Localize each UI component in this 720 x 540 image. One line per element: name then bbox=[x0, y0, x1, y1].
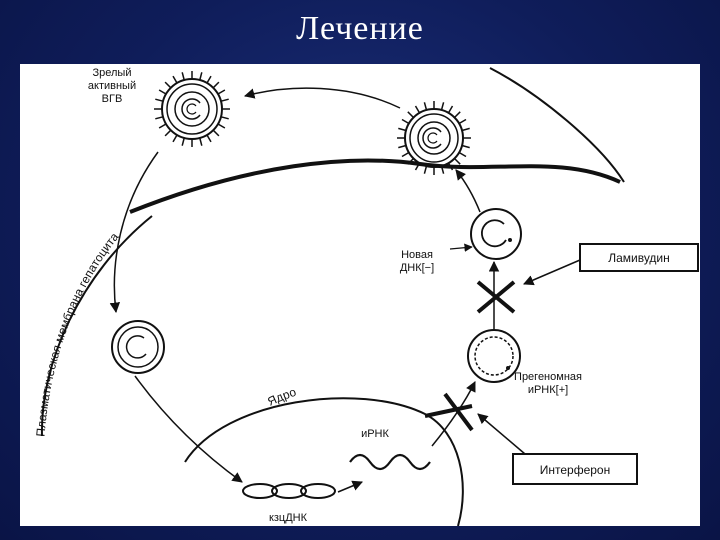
diagram-panel: Плазматическая мембрана гепатоцита Ядро … bbox=[20, 64, 700, 526]
mature-label-2: активный bbox=[88, 80, 136, 92]
interferon-block-x bbox=[424, 392, 474, 432]
mrna-label: иРНК bbox=[361, 428, 389, 440]
mrna-wave bbox=[349, 453, 431, 471]
pregenomic-label-2: иРНК[+] bbox=[528, 384, 568, 396]
hepatocyte-outline-left bbox=[40, 215, 153, 437]
interferon-text: Интерферон bbox=[540, 463, 610, 477]
new-dna-label-2: ДНК[−] bbox=[400, 262, 434, 274]
cytoplasm-core bbox=[111, 320, 165, 374]
arrow-core-to-cccdna bbox=[134, 375, 243, 483]
mature-virion bbox=[154, 71, 230, 147]
arrow-cccdna-to-mrna bbox=[337, 480, 363, 493]
arrow-interferon bbox=[477, 413, 526, 455]
budding-virion bbox=[397, 101, 471, 175]
cccdna-chain bbox=[242, 483, 336, 499]
new-dna-core bbox=[470, 208, 522, 260]
arrow-lamivudine bbox=[523, 259, 581, 286]
slide-title: Лечение bbox=[296, 10, 424, 47]
cccdna-label: кзцДНК bbox=[269, 512, 308, 524]
new-dna-label-1: Новая bbox=[401, 249, 433, 261]
interferon-box bbox=[512, 453, 638, 485]
mature-label-3: ВГВ bbox=[102, 93, 123, 105]
mature-label-1: Зрелый bbox=[93, 67, 132, 79]
arrow-mrna-to-pregenomic bbox=[431, 381, 476, 447]
arrow-bud-to-mature bbox=[243, 87, 401, 109]
nucleus-outline bbox=[184, 397, 464, 526]
pregenomic-label-1: Прегеномная bbox=[514, 371, 582, 383]
hepatocyte-outline-right bbox=[489, 67, 625, 183]
arrow-mature-to-core bbox=[109, 151, 159, 314]
lamivudine-text: Ламивудин bbox=[608, 251, 670, 265]
pregenomic-core bbox=[467, 329, 521, 383]
membrane-label: Плазматическая мембрана гепатоцита bbox=[33, 230, 121, 438]
plasma-membrane bbox=[129, 158, 621, 214]
arrow-newdna-to-bud bbox=[455, 169, 481, 213]
arrow-label-to-newdna bbox=[449, 243, 473, 252]
lamivudine-box bbox=[579, 243, 699, 272]
lamivudine-block-x bbox=[476, 280, 516, 314]
hbv-lifecycle-diagram: Плазматическая мембрана гепатоцита Ядро … bbox=[33, 67, 699, 526]
